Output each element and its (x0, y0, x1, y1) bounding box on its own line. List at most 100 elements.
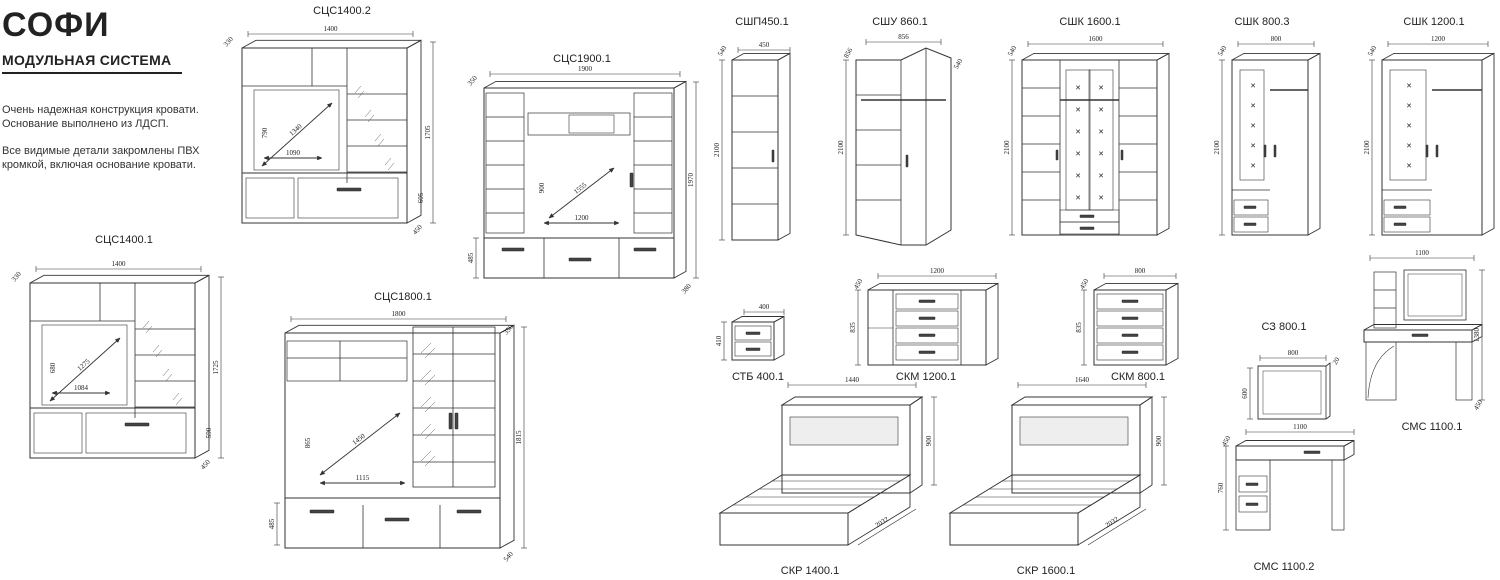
dimension-label: 1440 (845, 376, 860, 384)
item-label: СШК 800.3 (1234, 16, 1289, 28)
dimension-label: 350 (502, 323, 515, 337)
mirror-pattern-mark: ✕ (1406, 162, 1412, 170)
mirror-pattern-mark: ✕ (1406, 122, 1412, 130)
mirror-pattern-mark: ✕ (1250, 162, 1256, 170)
item-label: СКР 1400.1 (781, 565, 839, 577)
dimension-label: 540 (502, 550, 515, 564)
dimension-label: 2100 (713, 143, 721, 158)
dimension-label: 1100 (1415, 249, 1429, 257)
dimension-label: 1640 (1075, 376, 1090, 384)
mirror-pattern-mark: ✕ (1406, 82, 1412, 90)
dimension-label: 1600 (1089, 35, 1104, 43)
dimension-label: 450 (199, 458, 212, 472)
dimension-label: 1115 (356, 474, 370, 482)
mirror-pattern-mark: ✕ (1406, 142, 1412, 150)
mirror-pattern-mark: ✕ (1075, 84, 1081, 92)
dimension-label: 450 (759, 41, 770, 49)
dimension-label: 2100 (1003, 140, 1011, 155)
description-1: Очень надежная конструкция кровати. Осно… (2, 104, 199, 130)
dimension-label: 1400 (112, 260, 127, 268)
mirror-pattern-mark: ✕ (1075, 150, 1081, 158)
mirror-pattern-mark: ✕ (1098, 172, 1104, 180)
mirror-pattern-mark: ✕ (1098, 84, 1104, 92)
dimension-label: 20 (1331, 356, 1342, 366)
dimension-label: 1200 (1431, 35, 1446, 43)
dimension-label: 590 (205, 427, 213, 438)
dimension-label: 540 (1006, 44, 1018, 58)
dimension-label: 330 (10, 270, 23, 284)
brand-subtitle: МОДУЛЬНАЯ СИСТЕМА (2, 52, 172, 68)
dimension-label: 680 (49, 362, 57, 373)
mirror-pattern-mark: ✕ (1098, 128, 1104, 136)
dimension-label: 856 (842, 46, 854, 60)
mirror-pattern-mark: ✕ (1250, 122, 1256, 130)
dimension-label: 1380 (1473, 328, 1481, 343)
dimension-label: 1090 (286, 149, 301, 157)
dimension-label: 330 (222, 35, 235, 49)
dimension-label: 1970 (687, 173, 695, 188)
dimension-label: 800 (1288, 349, 1299, 357)
dimension-label: 540 (716, 44, 728, 58)
item-label: СЦС1800.1 (374, 291, 432, 303)
item-label: СШУ 860.1 (872, 16, 928, 28)
mirror-pattern-mark: ✕ (1098, 150, 1104, 158)
item-label: СМС 1100.1 (1402, 421, 1463, 433)
item-label: СЦС1900.1 (553, 53, 611, 65)
dimension-label: 1084 (74, 384, 89, 392)
dimension-label: 2032 (1104, 515, 1121, 529)
item-label: СТБ 400.1 (732, 371, 784, 383)
dimension-label: 1815 (515, 430, 523, 445)
dimension-label: 1900 (578, 65, 593, 73)
dimension-label: 800 (1271, 35, 1282, 43)
dimension-label: 2100 (1363, 140, 1371, 155)
mirror-pattern-mark: ✕ (1075, 172, 1081, 180)
mirror-pattern-mark: ✕ (1406, 102, 1412, 110)
dimension-label: 1100 (1293, 423, 1307, 431)
dimension-label: 900 (1155, 435, 1163, 446)
mirror-pattern-mark: ✕ (1098, 194, 1104, 202)
item-label: СКМ 800.1 (1111, 371, 1165, 383)
dimension-label: 380 (680, 282, 693, 296)
dimension-label: 790 (261, 127, 269, 138)
dimension-label: 900 (925, 435, 933, 446)
dimension-label: 450 (1078, 277, 1090, 291)
item-label: СЦС1400.2 (313, 5, 371, 17)
dimension-label: 1800 (392, 310, 407, 318)
brand-underline (2, 72, 182, 74)
dimension-label: 800 (1135, 267, 1146, 275)
mirror-pattern-mark: ✕ (1075, 106, 1081, 114)
dimension-label: 856 (898, 33, 909, 41)
item-label: СЦС1400.1 (95, 234, 153, 246)
dimension-label: 540 (1216, 44, 1228, 58)
dimension-label: 1725 (212, 360, 220, 375)
dimension-label: 400 (759, 303, 770, 311)
mirror-pattern-mark: ✕ (1098, 106, 1104, 114)
item-label: СШК 1600.1 (1059, 16, 1120, 28)
dimension-label: 835 (1075, 322, 1083, 333)
item-label: СМС 1100.2 (1254, 561, 1315, 573)
brand-title: СОФИ (2, 6, 110, 44)
mirror-pattern-mark: ✕ (1075, 128, 1081, 136)
dimension-label: 450 (411, 223, 424, 237)
dimension-label: 835 (849, 322, 857, 333)
dimension-label: 450 (852, 277, 864, 291)
dimension-label: 865 (304, 437, 312, 448)
dimension-label: 450 (1220, 434, 1232, 448)
dimension-label: 760 (1217, 482, 1225, 493)
dimension-label: 485 (467, 252, 475, 263)
dimension-label: 1400 (324, 25, 339, 33)
dimension-label: 600 (1241, 388, 1249, 399)
mirror-pattern-mark: ✕ (1075, 194, 1081, 202)
mirror-pattern-mark: ✕ (1250, 142, 1256, 150)
